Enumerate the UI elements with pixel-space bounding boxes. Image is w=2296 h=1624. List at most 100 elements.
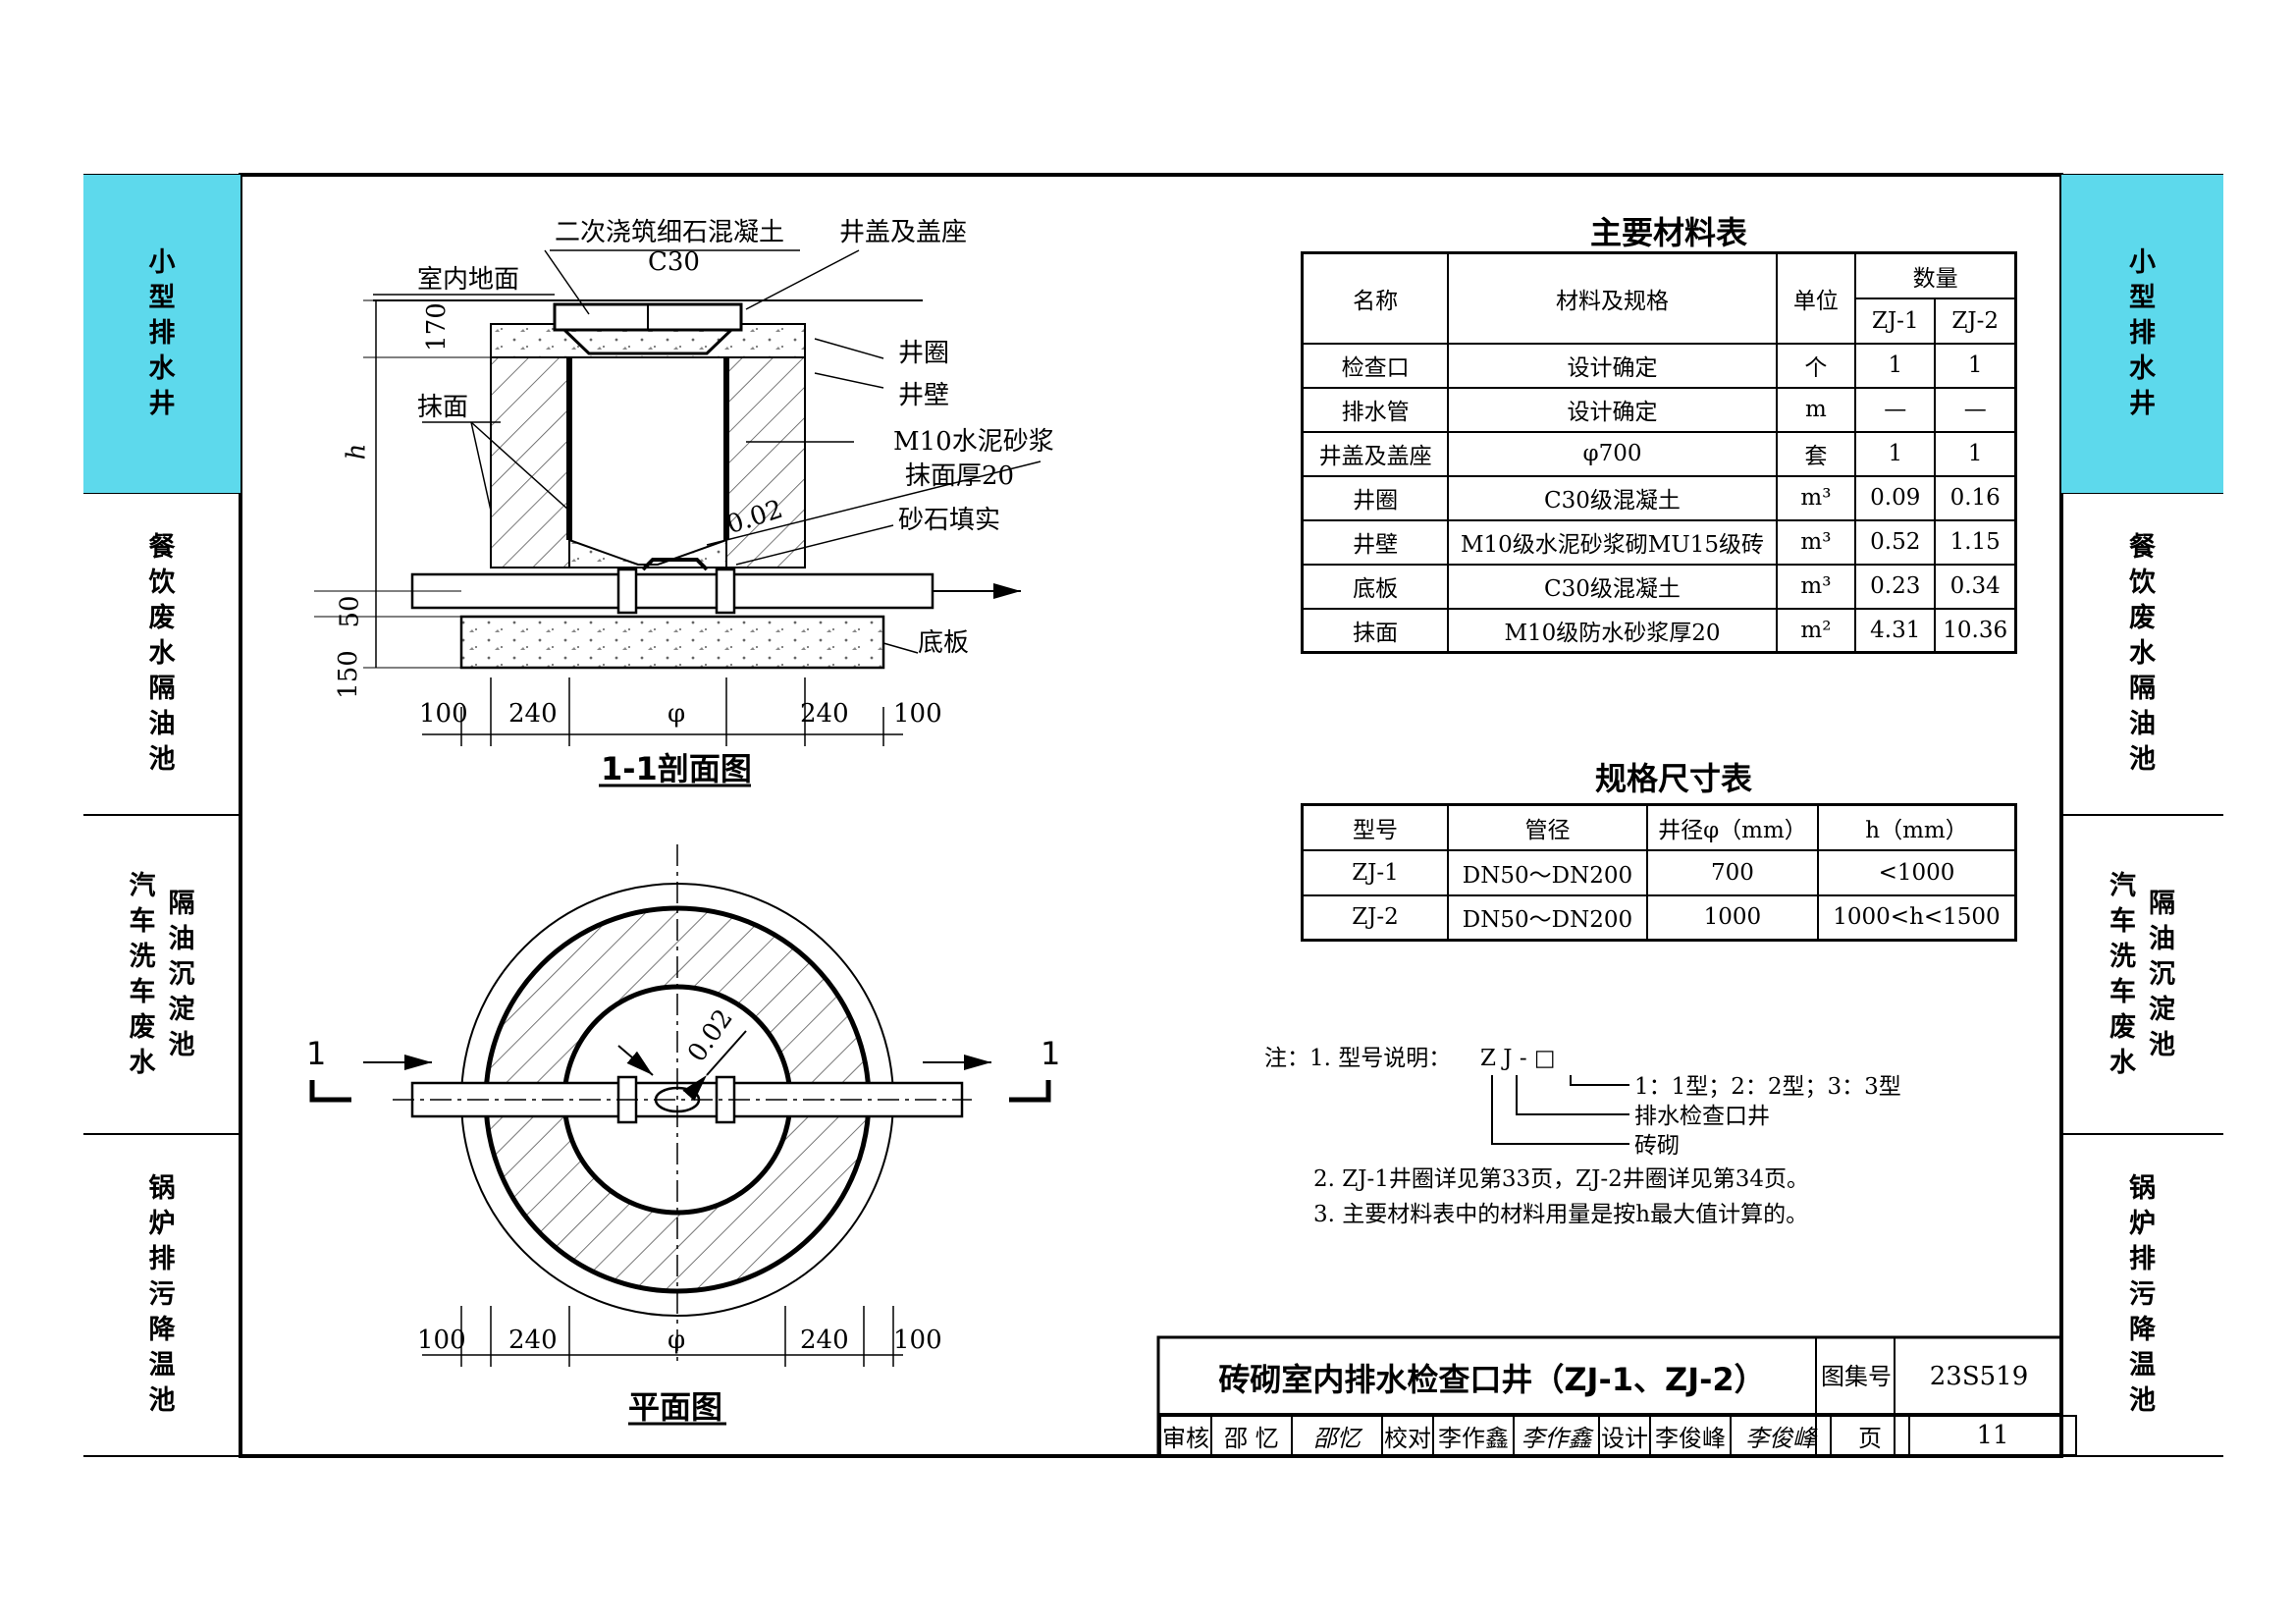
atlas-no: 23S519 (1929, 1362, 2029, 1391)
right-tab-1[interactable]: 小型排水井 (2061, 175, 2223, 493)
tab-char: 油 (2129, 709, 2156, 739)
cell-spec: C30级混凝土 (1447, 474, 1778, 521)
cell-zj1: 0.52 (1854, 518, 1937, 566)
plan-title: 平面图 (628, 1388, 723, 1426)
check-label: 校对 (1381, 1415, 1434, 1456)
size-cell-1: DN50～DN200 (1447, 893, 1648, 942)
left-wall (490, 356, 570, 568)
tab-char: 井 (2129, 389, 2156, 419)
label-mortar: M10水泥砂浆 (893, 427, 1054, 457)
right-wall (725, 356, 806, 568)
note-prefix: 注：1. 型号说明： (1264, 1046, 1452, 1071)
left-tab-4[interactable]: 锅炉排污降温池 (83, 1134, 240, 1456)
cell-spec: 设计确定 (1447, 342, 1778, 389)
label-h: h (342, 443, 372, 460)
cell-unit: 套 (1775, 430, 1857, 477)
cell-unit: m³ (1775, 518, 1857, 566)
right-tab-4-text: 锅炉排污降温池 (2128, 1171, 2158, 1419)
signature-row: 审核 邵 忆 邵忆 校对 李作鑫 李作鑫 设计 李俊峰 李俊峰 页 11 (1159, 1415, 2077, 1456)
cell-unit: m² (1775, 607, 1857, 654)
dim-h-100-r: 100 (893, 699, 942, 729)
right-tab-2-text: 餐饮废水隔油池 (2128, 530, 2158, 778)
cell-spec: M10级防水砂浆厚20 (1447, 607, 1778, 654)
size-h-2: 井径φ（mm） (1645, 803, 1819, 851)
left-tab-2-text: 餐饮废水隔油池 (147, 530, 177, 778)
dim-v-150: 150 (333, 650, 363, 699)
cell-unit: m³ (1775, 563, 1857, 610)
tab-text-column: 餐饮废水隔油池 (2128, 530, 2158, 778)
left-tab-2[interactable]: 餐饮废水隔油池 (83, 493, 240, 815)
tab-char: 小 (2129, 247, 2156, 278)
tab-text-column: 小型排水井 (147, 245, 177, 422)
right-tab-3[interactable]: 汽车洗车废水隔油沉淀池 (2061, 815, 2223, 1134)
tab-char: 水 (129, 1047, 156, 1078)
cell-zj2: — (1934, 386, 2017, 433)
mat-h-qty: 数量 (1854, 251, 2017, 299)
cell-spec: M10级水泥砂浆砌MU15级砖 (1447, 518, 1778, 566)
tab-char: 车 (2109, 905, 2136, 937)
tab-char: 污 (148, 1279, 176, 1310)
tab-char: 炉 (148, 1209, 176, 1239)
tab-char: 水 (148, 353, 176, 384)
reviewer-signature: 邵忆 (1291, 1415, 1383, 1456)
tab-char: 排 (148, 1244, 176, 1274)
tab-char: 井 (148, 389, 176, 419)
size-h-3: h（mm） (1816, 803, 2017, 851)
drain-pipe (410, 572, 934, 610)
dim-v-50: 50 (335, 595, 365, 628)
title-block (1156, 1335, 2063, 1458)
tab-char: 池 (2129, 1385, 2156, 1416)
page-no: 11 (1908, 1415, 2077, 1456)
right-tab-2[interactable]: 餐饮废水隔油池 (2061, 493, 2223, 815)
dim-h-240-l: 240 (508, 699, 558, 729)
tab-char: 饮 (148, 568, 176, 598)
tab-text-column: 小型排水井 (2128, 245, 2158, 422)
size-cell-0: ZJ-1 (1301, 848, 1450, 896)
mat-h-unit: 单位 (1775, 251, 1857, 345)
left-tab-4-text: 锅炉排污降温池 (147, 1171, 177, 1419)
tab-char: 废 (148, 603, 176, 633)
tab-char: 水 (2129, 638, 2156, 669)
tab-char: 型 (148, 283, 176, 313)
left-tab-1[interactable]: 小型排水井 (83, 175, 240, 493)
tab-char: 汽 (2109, 870, 2136, 901)
left-tab-3[interactable]: 汽车洗车废水隔油沉淀池 (83, 815, 240, 1134)
note-leg3: 砖砌 (1634, 1133, 1680, 1159)
plan-dim-240-l: 240 (508, 1326, 558, 1355)
tab-char: 锅 (2129, 1173, 2156, 1204)
tab-char: 排 (148, 318, 176, 349)
tab-char: 车 (129, 905, 156, 937)
cell-zj2: 1.15 (1934, 518, 2017, 566)
right-tab-4[interactable]: 锅炉排污降温池 (2061, 1134, 2223, 1456)
note-code: Z J - □ (1480, 1046, 1556, 1071)
note-leg1: 1：1型；2：2型；3：3型 (1634, 1074, 1901, 1100)
design-label: 设计 (1598, 1415, 1651, 1456)
dim-v-170: 170 (421, 302, 452, 352)
left-tab-1-text: 小型排水井 (147, 245, 177, 422)
cut-mark-right: 1 (1041, 1035, 1061, 1072)
cell-name: 井圈 (1301, 474, 1450, 521)
tab-char: 隔 (2149, 888, 2175, 919)
plan-dim-240-r: 240 (800, 1326, 849, 1355)
label-plaster: 抹面 (417, 393, 469, 422)
cell-zj1: 4.31 (1854, 607, 1937, 654)
tab-text-column: 餐饮废水隔油池 (147, 530, 177, 778)
size-cell-2: 700 (1645, 848, 1819, 896)
cell-zj2: 0.34 (1934, 563, 2017, 610)
tab-text-column: 隔油沉淀池 (167, 887, 196, 1063)
left-tab-3-text: 汽车洗车废水隔油沉淀池 (128, 869, 196, 1081)
tab-char: 餐 (148, 532, 176, 563)
checker-signature: 李作鑫 (1513, 1415, 1600, 1456)
cell-name: 底板 (1301, 563, 1450, 610)
reviewer: 邵 忆 (1210, 1415, 1293, 1456)
tab-char: 小 (148, 247, 176, 278)
tab-char: 降 (2129, 1315, 2156, 1345)
cell-zj1: 1 (1854, 430, 1937, 477)
